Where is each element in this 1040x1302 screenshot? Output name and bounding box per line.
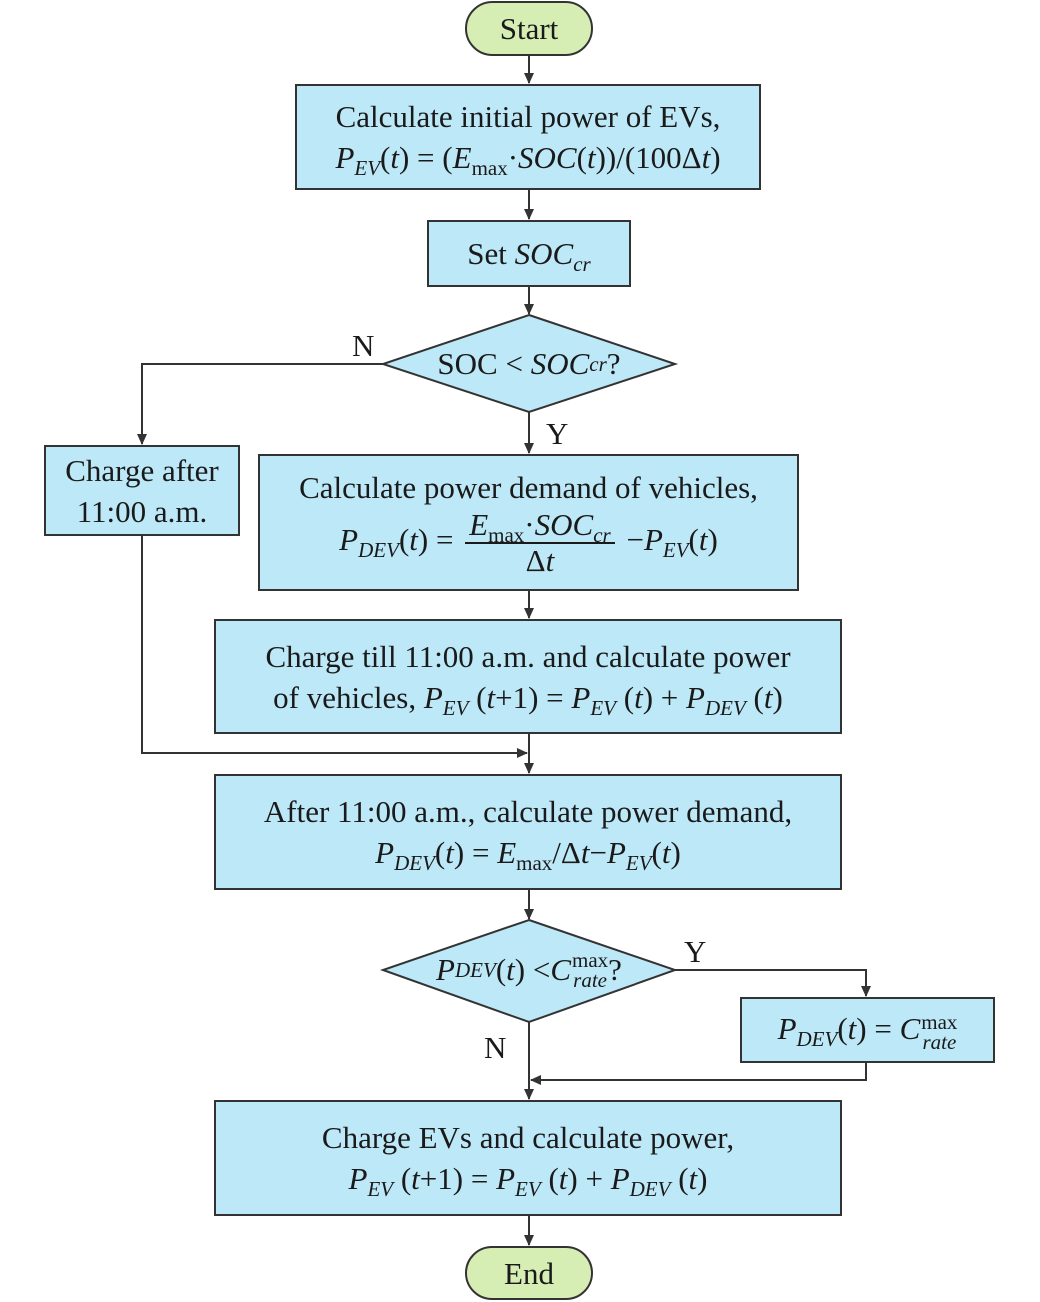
charge-after-text: Charge after 11:00 a.m. (65, 452, 219, 529)
arrow-rate-yes (675, 969, 871, 997)
calc-initial-formula: PEV(t) = (Emax·SOC(t))/(100Δt) (335, 140, 721, 180)
end-label: End (504, 1255, 554, 1291)
set-soc-box: Set SOCcr (427, 220, 631, 287)
edge-label-yes: Y (684, 934, 707, 969)
charge-till-text: Charge till 11:00 a.m. and calculate pow… (265, 638, 791, 674)
edge-label-yes: Y (546, 416, 569, 451)
charge-till-formula: of vehicles, PEV (t+1) = PEV (t) + PDEV … (273, 679, 783, 720)
calc-power-demand-box: Calculate power demand of vehicles, PDEV… (258, 454, 799, 591)
charge-till-box: Charge till 11:00 a.m. and calculate pow… (214, 619, 842, 734)
calc-initial-text: Calculate initial power of EVs, (335, 99, 721, 134)
charge-after-box: Charge after 11:00 a.m. (44, 445, 240, 536)
after-11-formula: PDEV(t) = Emax/Δt−PEV(t) (375, 835, 681, 875)
arrow-rate-return (530, 1063, 867, 1085)
calc-demand-text: Calculate power demand of vehicles, (299, 470, 758, 505)
set-soc-text: Set SOCcr (467, 236, 591, 276)
arrow-decision-no (137, 363, 383, 445)
charge-evs-box: Charge EVs and calculate power, PEV (t+1… (214, 1100, 842, 1216)
calc-initial-power-box: Calculate initial power of EVs, PEV(t) =… (295, 84, 761, 190)
edge-label-no: N (352, 328, 375, 363)
start-terminal: Start (465, 1, 593, 56)
charge-evs-formula: PEV (t+1) = PEV (t) + PDEV (t) (348, 1161, 708, 1201)
decision-soc-diamond (379, 313, 679, 414)
start-label: Start (499, 11, 559, 46)
after-11-demand-box: After 11:00 a.m., calculate power demand… (214, 774, 842, 890)
end-terminal: End (465, 1246, 593, 1300)
edge-label-no: N (484, 1030, 507, 1065)
arrow-after11-merge (141, 535, 528, 758)
after-11-text: After 11:00 a.m., calculate power demand… (263, 794, 793, 829)
decision-rate-diamond (379, 918, 679, 1024)
charge-evs-text: Charge EVs and calculate power, (321, 1120, 735, 1155)
